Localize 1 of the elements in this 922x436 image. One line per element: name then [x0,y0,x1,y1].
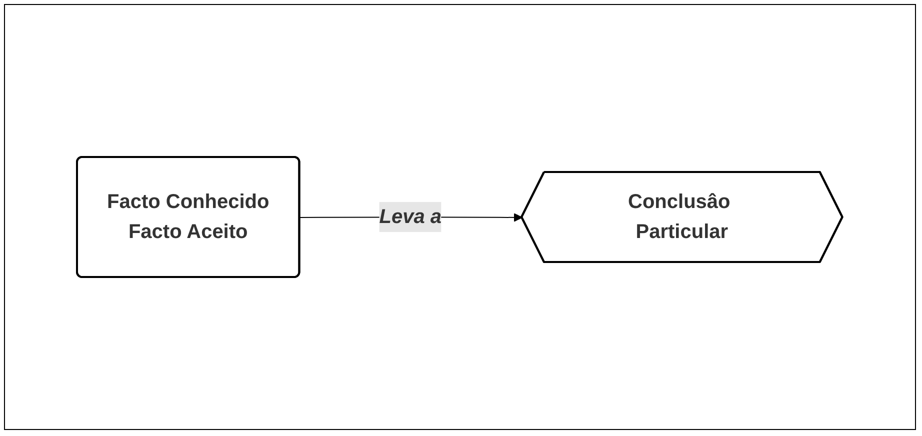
edge-label: Leva a [380,206,442,228]
